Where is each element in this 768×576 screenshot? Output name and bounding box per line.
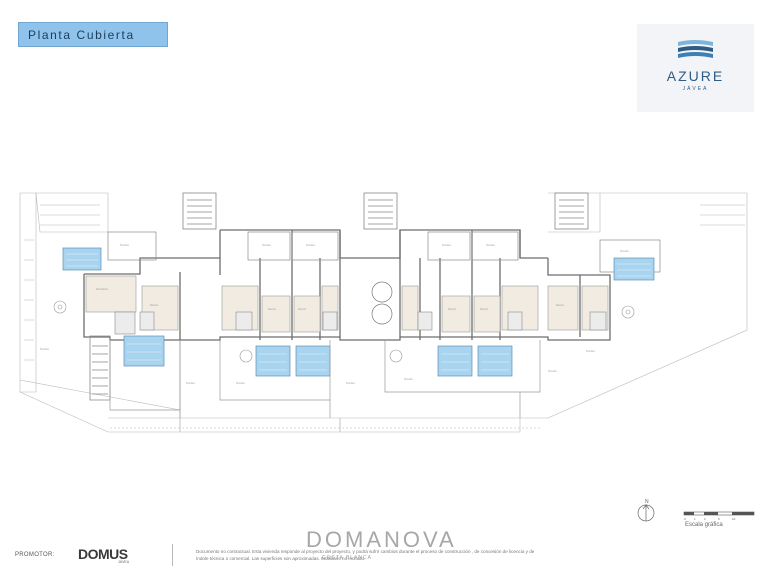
scale-tick: 1 bbox=[694, 517, 696, 521]
plan-title: Planta Cubierta bbox=[28, 27, 135, 42]
svg-text:Dormit.: Dormit. bbox=[268, 307, 277, 311]
north-arrow-icon bbox=[637, 504, 655, 522]
brand-logo: AZURE JÁVEA bbox=[637, 24, 754, 112]
brand-location: JÁVEA bbox=[682, 86, 709, 92]
promotor-label: PROMOTOR: bbox=[15, 552, 55, 558]
svg-text:Dormitorio: Dormitorio bbox=[96, 287, 109, 291]
svg-text:Terraza: Terraza bbox=[186, 381, 195, 385]
north-label: N bbox=[645, 499, 649, 505]
svg-text:Dormit.: Dormit. bbox=[150, 303, 159, 307]
disclaimer-text: Documento no contractual. Esta vivienda … bbox=[196, 549, 535, 561]
svg-text:Terraza: Terraza bbox=[586, 349, 595, 353]
svg-text:Dormit.: Dormit. bbox=[298, 307, 307, 311]
svg-text:Terraza: Terraza bbox=[120, 243, 129, 247]
svg-text:Terraza: Terraza bbox=[40, 347, 49, 351]
svg-text:Dormit.: Dormit. bbox=[480, 307, 489, 311]
promotor-logo: DOMUS bbox=[78, 546, 128, 562]
svg-text:Terraza: Terraza bbox=[548, 369, 557, 373]
svg-text:Dormit.: Dormit. bbox=[448, 307, 457, 311]
svg-text:Terraza: Terraza bbox=[486, 243, 495, 247]
scale-tick: 10 bbox=[732, 517, 736, 521]
svg-text:Terraza: Terraza bbox=[620, 249, 629, 253]
watermark-logo: DOMANOVA bbox=[306, 527, 457, 552]
svg-text:Terraza: Terraza bbox=[236, 381, 245, 385]
scale-tick: 2 bbox=[704, 517, 706, 521]
svg-text:Terraza: Terraza bbox=[404, 377, 413, 381]
footer-divider bbox=[172, 544, 173, 566]
watermark-sub: COSTA BLANCA bbox=[322, 555, 372, 561]
svg-text:Terraza: Terraza bbox=[262, 243, 271, 247]
promotor-sub: JÁVEA bbox=[118, 560, 130, 564]
svg-text:Terraza: Terraza bbox=[306, 243, 315, 247]
scale-label: Escala gráfica bbox=[685, 522, 723, 528]
scale-bar: 0 1 2 5 10 bbox=[683, 511, 755, 521]
brand-name: AZURE bbox=[666, 68, 725, 84]
svg-text:Dormit.: Dormit. bbox=[556, 303, 565, 307]
scale-tick: 0 bbox=[684, 517, 686, 521]
scale-tick: 5 bbox=[718, 517, 720, 521]
svg-text:Terraza: Terraza bbox=[442, 243, 451, 247]
waves-icon bbox=[678, 40, 713, 58]
svg-text:Terraza: Terraza bbox=[346, 381, 355, 385]
plan-title-box: Planta Cubierta bbox=[18, 22, 168, 47]
